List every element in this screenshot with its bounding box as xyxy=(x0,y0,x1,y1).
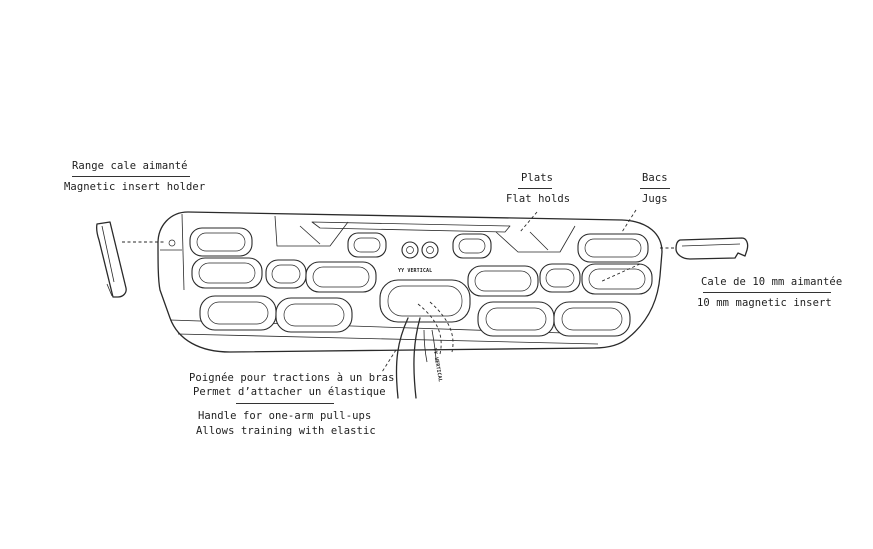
brand-label: YY VERTICAL xyxy=(398,268,433,274)
handle-leader xyxy=(381,349,397,373)
bacs-rule xyxy=(640,188,670,189)
magnetic-insert-piece xyxy=(675,237,749,260)
plats-rule xyxy=(518,188,552,189)
insert-rule xyxy=(703,292,831,293)
handle-label-en-1: Handle for one-arm pull-ups xyxy=(198,410,372,422)
hangboard-body xyxy=(157,211,663,353)
bacs-label-fr: Bacs xyxy=(642,172,668,184)
handle-label-fr-1: Poignée pour tractions à un bras xyxy=(189,372,395,384)
plats-leader xyxy=(519,211,538,233)
insert-label-en: 10 mm magnetic insert xyxy=(697,297,832,309)
handle-strap xyxy=(395,301,454,399)
plats-label-en: Flat holds xyxy=(506,193,571,205)
insert-holder-piece xyxy=(95,221,127,298)
insert-holder-label-fr: Range cale aimanté xyxy=(72,160,188,172)
handle-label-fr-2: Permet d’attacher un élastique xyxy=(193,386,386,398)
handle-label-en-2: Allows training with elastic xyxy=(196,425,376,437)
handle-rule xyxy=(236,403,334,404)
insert-holder-rule xyxy=(72,176,190,177)
bacs-label-en: Jugs xyxy=(642,193,668,205)
plats-label-fr: Plats xyxy=(521,172,554,184)
bacs-leader xyxy=(621,209,637,233)
insert-label-fr: Cale de 10 mm aimantée xyxy=(701,276,843,288)
insert-leader xyxy=(599,263,641,283)
insert-holder-label-en: Magnetic insert holder xyxy=(64,181,206,193)
